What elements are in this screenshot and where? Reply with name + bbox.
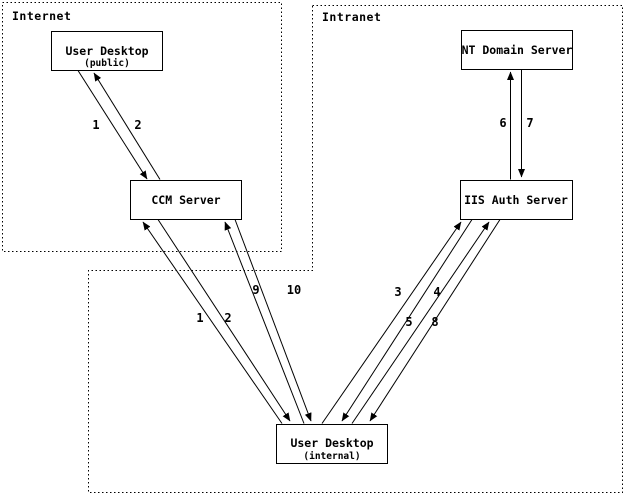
internet-zone-label: Internet [12,9,71,23]
edge-8-iis-to-desktop-internal [369,219,501,422]
edge-9-desktop-internal-to-ccm [224,221,305,424]
edge-label-9: 9 [252,283,259,297]
intranet-zone-border [88,5,623,493]
edge-1-desktop-public-to-ccm [77,70,148,180]
node-user-desktop-public-box [51,31,163,71]
node-user-desktop-public-subtitle: (public) [84,58,130,69]
node-user-desktop-internal: User Desktop (internal) [276,424,388,464]
node-iis-auth-server-title: IIS Auth Server [464,193,568,207]
edge-label-8: 8 [431,315,438,329]
edge-label-6: 6 [499,116,506,130]
node-ccm-server: CCM Server [130,180,242,220]
node-user-desktop-internal-title: User Desktop [290,436,373,450]
node-ccm-server-box [130,180,242,220]
edge-1-desktop-internal-to-ccm [142,221,283,424]
intranet-zone-label: Intranet [322,10,381,24]
edge-label-1-internal: 1 [196,311,203,325]
node-nt-domain-server-box [461,30,573,70]
edge-3-desktop-internal-to-iis [321,221,462,424]
edge-4-iis-to-desktop-internal [341,219,473,422]
edge-label-2-public: 2 [134,118,141,132]
node-user-desktop-internal-subtitle: (internal) [303,451,360,462]
edge-label-5: 5 [405,315,412,329]
node-ccm-server-title: CCM Server [151,193,220,207]
node-user-desktop-public-title: User Desktop [65,44,148,58]
node-nt-domain-server: NT Domain Server [461,30,573,70]
edge-label-2-internal: 2 [224,311,231,325]
edge-2-ccm-to-desktop-internal [157,219,291,422]
node-iis-auth-server-box [460,180,573,220]
node-nt-domain-server-title: NT Domain Server [462,43,573,57]
edge-label-1-public: 1 [92,118,99,132]
edge-label-7: 7 [526,116,533,130]
node-user-desktop-internal-box [276,424,388,464]
node-user-desktop-public: User Desktop (public) [51,31,163,71]
edge-2-ccm-to-desktop-public [93,72,161,180]
edge-label-3: 3 [394,285,401,299]
edge-label-10: 10 [287,283,301,297]
edge-5-desktop-internal-to-iis [351,221,490,424]
node-iis-auth-server: IIS Auth Server [460,180,573,220]
edge-label-4: 4 [433,285,440,299]
edge-10-ccm-to-desktop-internal [234,219,312,422]
